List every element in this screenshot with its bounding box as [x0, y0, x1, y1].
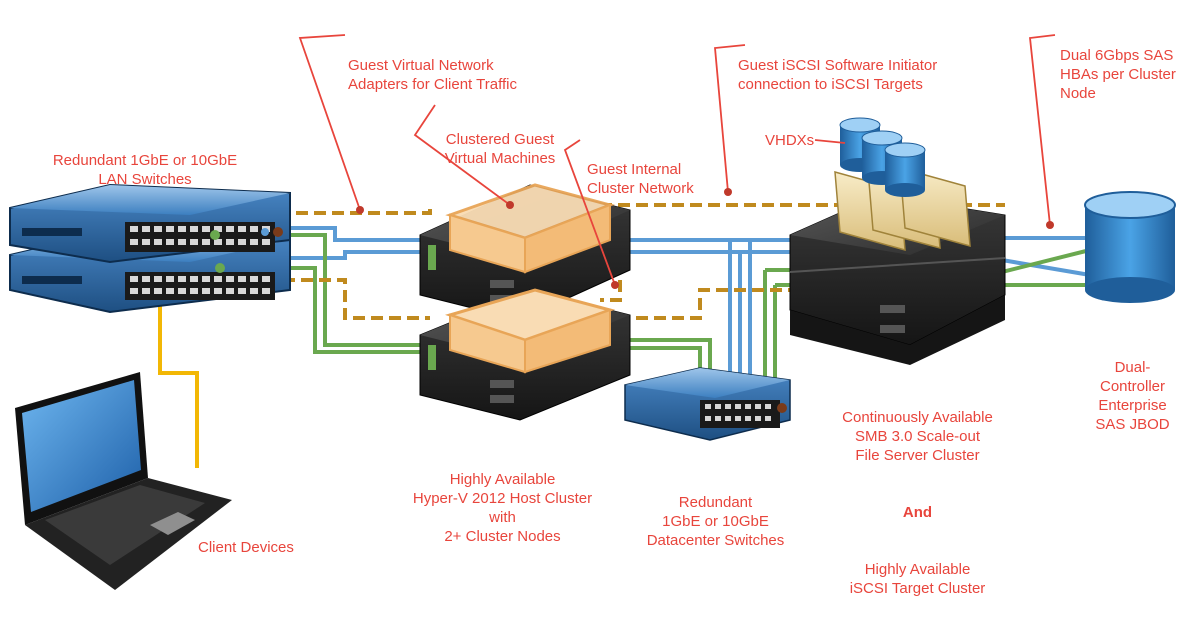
- sas-cable-green-1: [989, 248, 1091, 277]
- lan-cable-blue-2: [255, 250, 470, 260]
- virtual-machine-icon: [445, 183, 615, 274]
- architecture-diagram: [9, 34, 1176, 590]
- laptop-icon: [15, 372, 232, 590]
- vhdx-label: VHDXs: [765, 132, 815, 149]
- callout-dots: [356, 188, 1054, 289]
- disk-cylinder-icon: [839, 117, 926, 197]
- callout-lines: [298, 34, 1056, 286]
- client-cable: [158, 270, 199, 468]
- virtual-machine-icon: [444, 288, 616, 374]
- lan-cable-blue-1: [255, 226, 470, 242]
- client-devices-label: Client Devices: [198, 539, 294, 556]
- sas-cable-blue-2: [989, 256, 1091, 277]
- jbod-icon: [1084, 191, 1176, 303]
- lan-switch-icon: [9, 183, 291, 314]
- and-label: And: [902, 504, 933, 521]
- datacenter-switch-icon: [624, 367, 791, 441]
